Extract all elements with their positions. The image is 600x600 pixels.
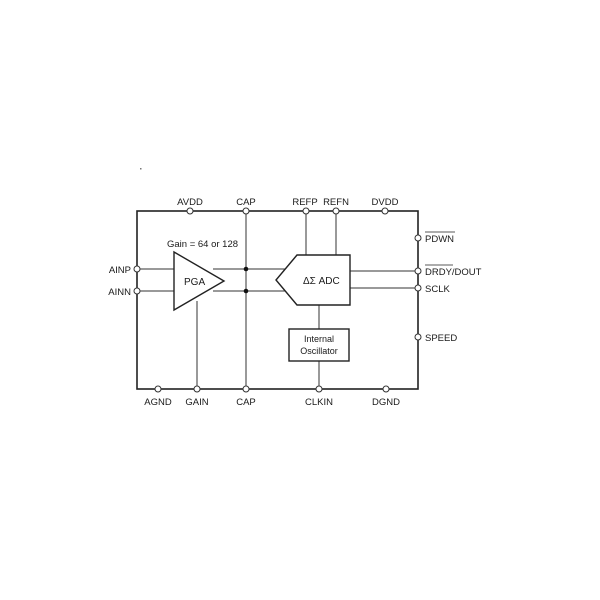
pin-sclk (414, 284, 422, 292)
pin-gain (193, 385, 201, 393)
delta-sigma-adc (275, 254, 351, 306)
pin-label-ainn: AINN (108, 287, 131, 298)
pin-ainn (133, 287, 141, 295)
pin-label-drdy: DRDY (425, 267, 453, 278)
pin-pdwn (414, 234, 422, 242)
pin-dgnd (382, 385, 390, 393)
pin-refn (332, 207, 340, 215)
junction-dot (243, 266, 249, 272)
pin-label-avdd: AVDD (177, 197, 203, 208)
pin-dvdd (381, 207, 389, 215)
pga-label: PGA (184, 277, 205, 288)
pin-label-sclk: SCLK (425, 284, 450, 295)
pga-amplifier (173, 250, 226, 312)
chip-outline (136, 210, 419, 390)
pin-label-cap-top: CAP (236, 197, 256, 208)
gain-note: Gain = 64 or 128 (167, 239, 238, 250)
oscillator-label-line2: Oscillator (300, 346, 338, 356)
top-pins: AVDD CAP REFP REFN DVDD (177, 197, 399, 215)
pin-label-ainp: AINP (109, 265, 131, 276)
pin-label-gain: GAIN (185, 397, 208, 408)
pin-cap-top (242, 207, 250, 215)
pin-refp (302, 207, 310, 215)
pin-label-pdwn: PDWN (425, 234, 454, 245)
right-pins: PDWN DRDY/DOUT SCLK SPEED (414, 231, 482, 344)
internal-oscillator (288, 328, 350, 362)
pin-label-speed: SPEED (425, 333, 457, 344)
pin-label-refp: REFP (292, 197, 317, 208)
pin-label-dvdd: DVDD (372, 197, 399, 208)
pin-label-clkin: CLKIN (305, 397, 333, 408)
pin-label-drdy-dout: DRDY/DOUT (425, 267, 482, 278)
oscillator-label-line1: Internal (304, 334, 334, 344)
pin-cap-bottom (242, 385, 250, 393)
pin-label-dout: /DOUT (452, 267, 482, 278)
internal-wires (137, 211, 418, 389)
pin-avdd (186, 207, 194, 215)
pin-label-agnd: AGND (144, 397, 172, 408)
pin-label-cap-bottom: CAP (236, 397, 256, 408)
pin-label-dgnd: DGND (372, 397, 400, 408)
pin-ainp (133, 265, 141, 273)
pin-label-refn: REFN (323, 197, 349, 208)
stray-mark (140, 168, 142, 170)
left-pins: AINP AINN (108, 265, 141, 298)
pin-clkin (315, 385, 323, 393)
pin-speed (414, 333, 422, 341)
bottom-pins: AGND GAIN CAP CLKIN DGND (144, 385, 400, 408)
pin-drdy-dout (414, 267, 422, 275)
adc-label: ΔΣ ADC (303, 276, 340, 287)
pin-agnd (154, 385, 162, 393)
junction-dot (243, 288, 249, 294)
